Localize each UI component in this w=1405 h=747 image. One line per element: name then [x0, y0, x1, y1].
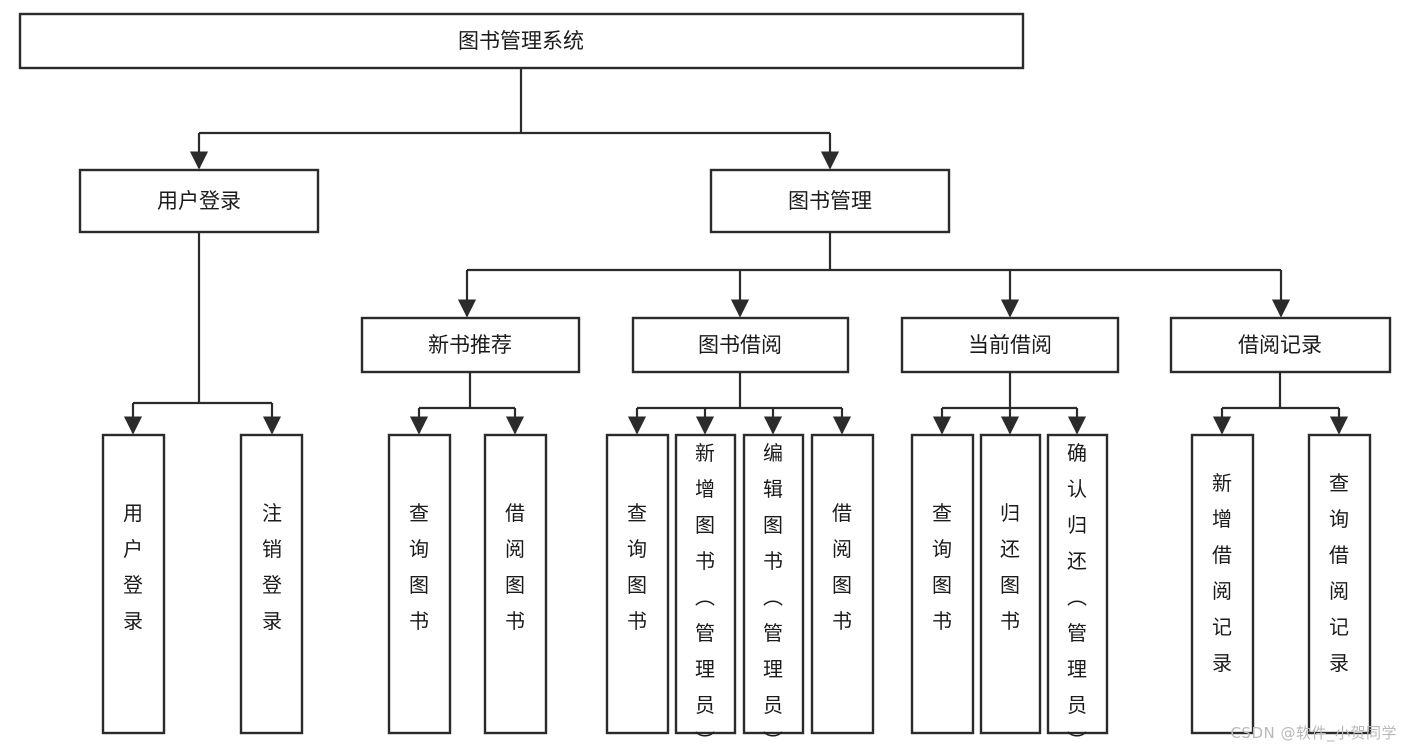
node-leaf-borrow-book-2[interactable]: 借阅图书 — [810, 433, 875, 735]
book-borrow-label: 图书借阅 — [698, 333, 782, 357]
node-leaf-query-book-3[interactable]: 查询图书 — [910, 433, 975, 735]
node-new-book-recommend[interactable]: 新书推荐 — [360, 316, 581, 374]
leaf-edit-book-label: 编辑图书︵管理员︶ — [763, 441, 783, 747]
leaf-query-book-3-label: 查询图书 — [932, 501, 952, 633]
root-box[interactable] — [18, 12, 1025, 70]
leaf-query-book-1-box[interactable] — [387, 433, 452, 735]
node-leaf-add-record[interactable]: 新增借阅记录 — [1190, 433, 1255, 735]
borrow-record-label: 借阅记录 — [1238, 333, 1322, 357]
watermark-text: CSDN @软件_小贺同学 — [1230, 724, 1397, 742]
leaf-add-record-box[interactable] — [1190, 433, 1255, 735]
root-label: 图书管理系统 — [458, 29, 584, 53]
node-leaf-query-book-1[interactable]: 查询图书 — [387, 433, 452, 735]
node-leaf-confirm-return[interactable]: 确认归还︵管理员︶ — [1046, 433, 1109, 747]
new-book-recommend-box[interactable] — [360, 316, 581, 374]
leaf-borrow-book-1-label: 借阅图书 — [505, 501, 525, 633]
book-manage-box[interactable] — [709, 168, 951, 234]
leaf-return-book-box[interactable] — [979, 433, 1042, 735]
leaf-edit-book-box[interactable] — [742, 433, 805, 735]
book-manage-label: 图书管理 — [788, 189, 872, 213]
node-current-borrow[interactable]: 当前借阅 — [900, 316, 1120, 374]
new-book-recommend-label: 新书推荐 — [428, 333, 512, 357]
leaf-borrow-book-2-label: 借阅图书 — [832, 501, 852, 633]
leaf-query-book-3-box[interactable] — [910, 433, 975, 735]
leaf-query-book-1-label: 查询图书 — [409, 501, 429, 633]
leaf-add-book-label: 新增图书︵管理员︶ — [695, 441, 715, 747]
node-leaf-user-login[interactable]: 用户登录 — [101, 433, 166, 735]
node-leaf-query-book-2[interactable]: 查询图书 — [605, 433, 670, 735]
node-leaf-borrow-book-1[interactable]: 借阅图书 — [483, 433, 548, 735]
leaf-confirm-return-label: 确认归还︵管理员︶ — [1067, 441, 1087, 747]
node-book-manage[interactable]: 图书管理 — [709, 168, 951, 234]
current-borrow-box[interactable] — [900, 316, 1120, 374]
node-leaf-add-book[interactable]: 新增图书︵管理员︶ — [674, 433, 737, 747]
node-leaf-edit-book[interactable]: 编辑图书︵管理员︶ — [742, 433, 805, 747]
node-leaf-query-record[interactable]: 查询借阅记录 — [1307, 433, 1372, 735]
leaf-query-record-box[interactable] — [1307, 433, 1372, 735]
leaf-logout-box[interactable] — [239, 433, 304, 735]
node-leaf-logout[interactable]: 注销登录 — [239, 433, 304, 735]
leaf-query-book-2-label: 查询图书 — [627, 501, 647, 633]
user-login-label: 用户登录 — [157, 189, 241, 213]
leaf-user-login-label: 用户登录 — [123, 501, 143, 633]
leaf-query-record-label: 查询借阅记录 — [1329, 471, 1349, 675]
leaf-logout-label: 注销登录 — [262, 501, 282, 633]
node-root[interactable]: 图书管理系统 — [18, 12, 1025, 70]
leaf-user-login-box[interactable] — [101, 433, 166, 735]
current-borrow-label: 当前借阅 — [968, 333, 1052, 357]
node-leaf-return-book[interactable]: 归还图书 — [979, 433, 1042, 735]
node-borrow-record[interactable]: 借阅记录 — [1169, 316, 1392, 374]
node-user-login[interactable]: 用户登录 — [78, 168, 320, 234]
leaf-borrow-book-1-box[interactable] — [483, 433, 548, 735]
leaf-add-book-box[interactable] — [674, 433, 737, 735]
connector-group — [123, 68, 1349, 435]
leaf-return-book-label: 归还图书 — [1000, 501, 1020, 633]
leaf-group: 用户登录 注销登录 查询图书 借阅图书 查询图书 新增图书︵管理员︶ — [101, 433, 1372, 747]
leaf-query-book-2-box[interactable] — [605, 433, 670, 735]
leaf-add-record-label: 新增借阅记录 — [1212, 471, 1232, 675]
user-login-box[interactable] — [78, 168, 320, 234]
borrow-record-box[interactable] — [1169, 316, 1392, 374]
node-book-borrow[interactable]: 图书借阅 — [631, 316, 850, 374]
leaf-borrow-book-2-box[interactable] — [810, 433, 875, 735]
book-borrow-box[interactable] — [631, 316, 850, 374]
leaf-confirm-return-box[interactable] — [1046, 433, 1109, 735]
